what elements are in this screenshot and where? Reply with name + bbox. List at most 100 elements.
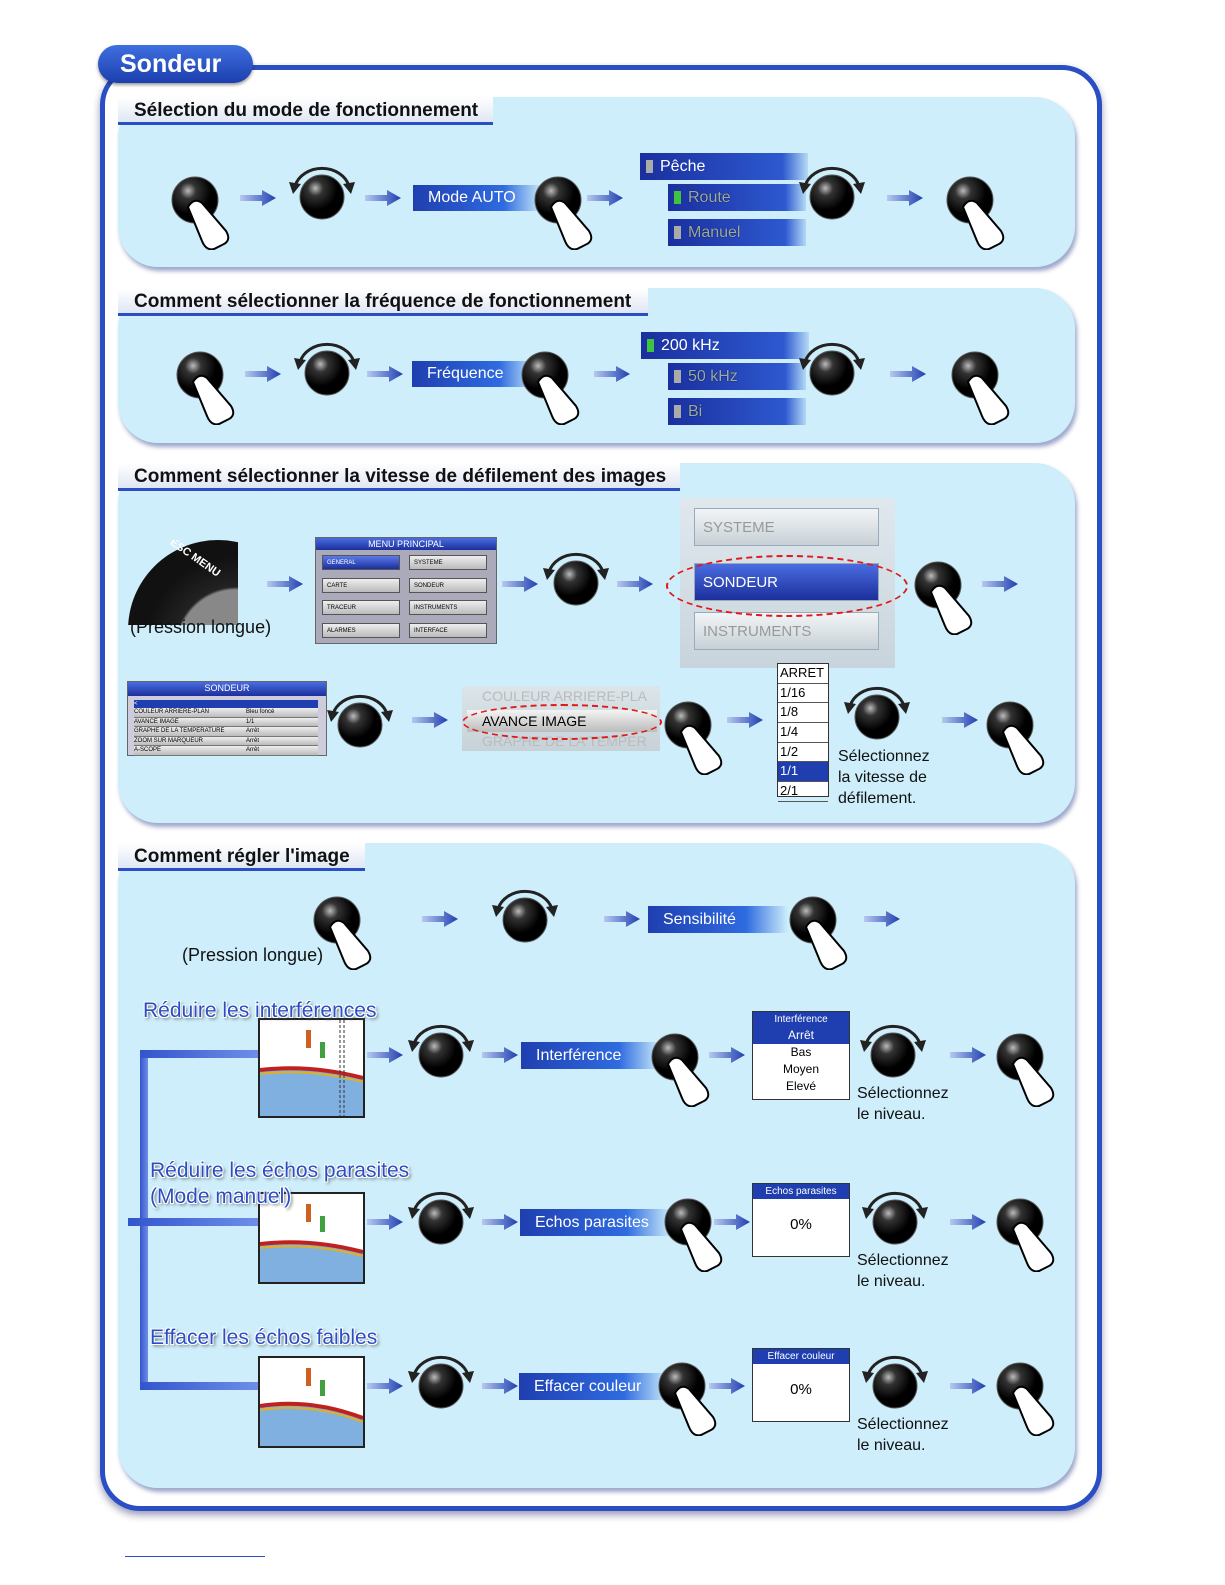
level-option[interactable]: Arrêt: [753, 1027, 849, 1044]
press-knob-icon[interactable]: [995, 1361, 1070, 1436]
menu-item-carte[interactable]: CARTE: [322, 578, 400, 593]
speed-option[interactable]: 1/4: [778, 723, 828, 743]
rotate-knob-icon[interactable]: [292, 336, 362, 398]
led-icon: [647, 339, 654, 352]
menu-item-interface[interactable]: INTERFACE: [409, 623, 487, 638]
press-knob-icon[interactable]: [985, 700, 1060, 775]
press-knob-icon[interactable]: [170, 175, 245, 250]
speed-option[interactable]: ARRET: [778, 664, 828, 684]
row-value: Arrêt: [246, 728, 260, 734]
arrow-right-icon: [942, 712, 978, 728]
press-knob-icon[interactable]: [533, 175, 608, 250]
option-50khz[interactable]: 50 kHz: [668, 363, 806, 390]
back-row[interactable]: <: [134, 700, 318, 708]
speed-option[interactable]: 1/16: [778, 684, 828, 704]
rotate-knob-icon[interactable]: [797, 160, 867, 222]
rotate-knob-icon[interactable]: [797, 336, 867, 398]
echos-parasites-button[interactable]: Echos parasites: [520, 1209, 672, 1236]
arrow-right-icon: [267, 576, 303, 592]
rotate-knob-icon[interactable]: [406, 1018, 476, 1080]
arrow-right-icon: [422, 911, 458, 927]
row-title: Réduire les échos parasites(Mode manuel): [150, 1158, 409, 1210]
page-title: Sondeur: [98, 45, 253, 83]
press-knob-icon[interactable]: [945, 175, 1020, 250]
option-route[interactable]: Route: [668, 184, 806, 211]
press-knob-icon[interactable]: [312, 895, 387, 970]
rotate-knob-icon[interactable]: [842, 680, 912, 742]
submenu-instruments[interactable]: INSTRUMENTS: [694, 612, 879, 650]
speed-option[interactable]: 1/8: [778, 703, 828, 724]
esc-menu-dial[interactable]: ESC MENU: [128, 540, 238, 625]
effacer-couleur-button[interactable]: Effacer couleur: [519, 1373, 669, 1400]
rotate-knob-icon[interactable]: [406, 1349, 476, 1411]
rotate-knob-icon[interactable]: [406, 1185, 476, 1247]
arrow-right-icon: [502, 576, 538, 592]
rotate-knob-icon[interactable]: [287, 160, 357, 222]
option-manuel[interactable]: Manuel: [668, 219, 806, 246]
rotate-knob-icon[interactable]: [860, 1349, 930, 1411]
press-knob-icon[interactable]: [650, 1032, 725, 1107]
press-knob-icon[interactable]: [657, 1361, 732, 1436]
row-title: Effacer les échos faibles: [150, 1325, 377, 1351]
level-value[interactable]: 0%: [790, 1381, 812, 1398]
press-knob-icon[interactable]: [995, 1197, 1070, 1272]
press-knob-icon[interactable]: [950, 350, 1025, 425]
menu-item-alarmes[interactable]: ALARMES: [322, 623, 400, 638]
interference-button[interactable]: Interférence: [521, 1042, 661, 1069]
arrow-right-icon: [367, 366, 403, 382]
press-knob-icon[interactable]: [913, 560, 988, 635]
level-option[interactable]: Bas: [790, 1045, 812, 1059]
press-knob-icon[interactable]: [175, 350, 250, 425]
arrow-right-icon: [864, 911, 900, 927]
title-line: Effacer les échos faibles: [150, 1326, 378, 1349]
speed-option[interactable]: 1/1: [778, 762, 828, 783]
rotate-knob-icon[interactable]: [858, 1018, 928, 1080]
menu-item-instruments[interactable]: INSTRUMENTS: [409, 600, 487, 615]
press-knob-icon[interactable]: [520, 350, 595, 425]
level-option[interactable]: Elevé: [785, 1079, 817, 1093]
speed-option[interactable]: 1/2: [778, 743, 828, 763]
option-peche[interactable]: Pêche: [640, 153, 808, 180]
speed-option[interactable]: 2/1: [778, 782, 828, 802]
title-line: Réduire les échos parasites: [150, 1159, 410, 1182]
level-box-title: Interférence: [753, 1012, 849, 1027]
press-knob-icon[interactable]: [995, 1032, 1070, 1107]
menu-item-sondeur[interactable]: SONDEUR: [409, 578, 487, 593]
arrow-right-icon: [482, 1214, 518, 1230]
submenu-systeme[interactable]: SYSTEME: [694, 508, 879, 546]
level-value[interactable]: 0%: [790, 1216, 812, 1233]
section-scroll-speed: [118, 463, 1075, 823]
rotate-knob-icon[interactable]: [860, 1185, 930, 1247]
arrow-right-icon: [412, 712, 448, 728]
press-knob-icon[interactable]: [663, 1197, 738, 1272]
press-knob-icon[interactable]: [663, 700, 738, 775]
sensibilite-button[interactable]: Sensibilité: [648, 906, 788, 933]
mode-auto-button[interactable]: Mode AUTO: [413, 185, 543, 211]
menu-item-general[interactable]: GENERAL: [322, 555, 400, 570]
arrow-right-icon: [982, 576, 1018, 592]
row-value: 1/1: [246, 718, 255, 725]
sonar-image: [258, 1018, 365, 1118]
hint-line: défilement.: [838, 790, 917, 807]
arrow-right-icon: [950, 1214, 986, 1230]
level-option[interactable]: Moyen: [782, 1062, 820, 1076]
option-200khz[interactable]: 200 kHz: [641, 332, 809, 359]
rotate-knob-icon[interactable]: [325, 688, 395, 750]
rotate-knob-icon[interactable]: [490, 883, 560, 945]
led-icon: [674, 191, 681, 204]
option-bi[interactable]: Bi: [668, 398, 806, 425]
arrow-right-icon: [240, 190, 276, 206]
frequence-button[interactable]: Fréquence: [412, 361, 537, 387]
menu-item-systeme[interactable]: SYSTEME: [409, 555, 487, 570]
rotate-knob-icon[interactable]: [541, 546, 611, 608]
menu-item-traceur[interactable]: TRACEUR: [322, 600, 400, 615]
press-knob-icon[interactable]: [788, 895, 863, 970]
